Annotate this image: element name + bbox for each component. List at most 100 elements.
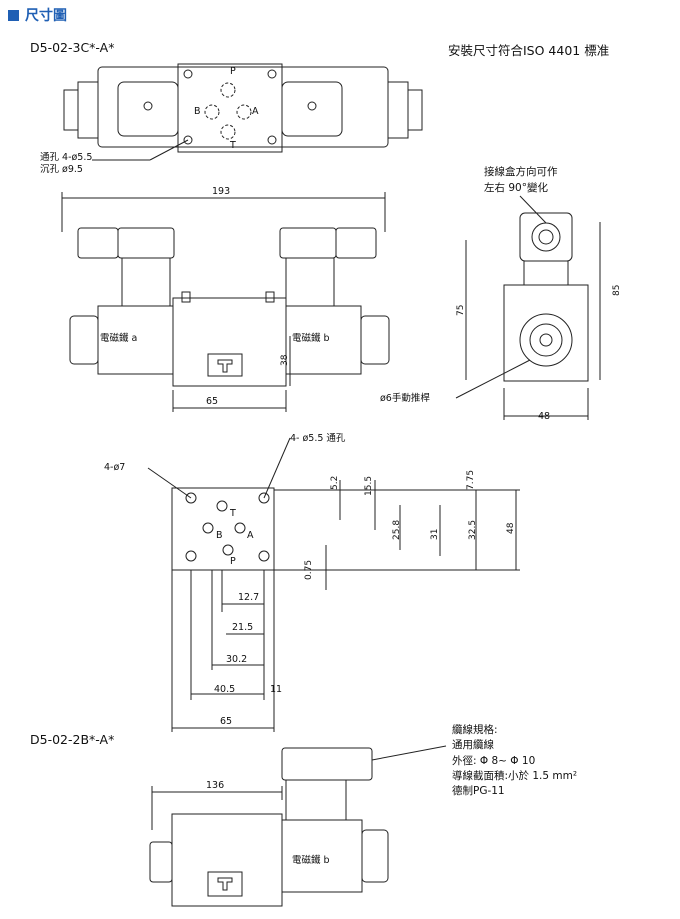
bottom-coil-housing xyxy=(285,779,347,821)
hole-leader-2 xyxy=(147,467,192,499)
side-note-2: 左右 90°變化 xyxy=(484,182,548,194)
label-solenoid-b: 電磁鐵 b xyxy=(292,333,330,344)
side-inner-ring xyxy=(529,323,563,357)
label-7-75: 7.75 xyxy=(466,469,476,490)
label-21-5: 21.5 xyxy=(232,622,254,633)
side-connector-ring xyxy=(531,222,561,252)
top-leader xyxy=(149,139,189,161)
mount-label-t: T xyxy=(230,508,236,519)
top-port-a xyxy=(236,104,252,120)
bottom-body xyxy=(171,813,283,907)
top-port-p xyxy=(220,82,236,98)
label-5-2: 5.2 xyxy=(330,475,340,490)
front-body xyxy=(172,297,287,387)
top-hole-1 xyxy=(183,69,193,79)
top-body xyxy=(177,63,283,153)
bottom-solenoid-label: 電磁鐵 b xyxy=(292,855,330,866)
mount-face xyxy=(171,487,275,571)
label-11: 11 xyxy=(270,684,283,695)
top-port-t xyxy=(220,124,236,140)
left-coil-housing xyxy=(121,257,171,307)
side-body xyxy=(503,284,589,382)
label-65-mount: 65 xyxy=(220,716,233,727)
label-48-side: 48 xyxy=(538,411,551,422)
mount-port-p xyxy=(222,544,234,556)
model-bottom: D5-02-2B*-A* xyxy=(30,732,115,747)
mount-port-t xyxy=(216,500,228,512)
top-right-cap xyxy=(387,81,409,139)
mount-hole-bl xyxy=(185,550,197,562)
side-connector xyxy=(519,212,573,262)
side-outer-ring xyxy=(519,313,573,367)
right-connector-plug xyxy=(335,227,377,259)
label-32-5: 32.5 xyxy=(468,519,478,540)
front-t-mark xyxy=(217,359,233,373)
label-solenoid-a: 電磁鐵 a xyxy=(100,333,138,344)
section-title: 尺寸圖 xyxy=(25,8,67,24)
label-31: 31 xyxy=(430,528,440,540)
front-manual-button xyxy=(207,353,243,377)
hole-leader-1 xyxy=(263,437,291,499)
counterbore-note: 沉孔 ø9.5 xyxy=(40,164,83,175)
cable-line-4: 德制PG-11 xyxy=(452,785,505,797)
top-right-knob xyxy=(407,89,423,131)
bottom-connector xyxy=(281,747,373,781)
cable-line-2: 外徑: Φ 8~ Φ 10 xyxy=(452,755,536,767)
top-hole-3 xyxy=(183,135,193,145)
mount-view xyxy=(147,437,520,732)
top-left-coil xyxy=(117,81,179,137)
hole-port-label: 4-ø7 xyxy=(104,462,126,473)
right-connector xyxy=(279,227,337,259)
label-15-5: 15.5 xyxy=(364,475,374,496)
mount-hole-tl xyxy=(185,492,197,504)
mount-label-p: P xyxy=(230,556,236,567)
mount-hole-tr xyxy=(258,492,270,504)
mount-port-a xyxy=(234,522,246,534)
side-manual-push xyxy=(539,333,553,347)
label-65: 65 xyxy=(206,396,219,407)
top-screw-left xyxy=(143,101,153,111)
push-leader xyxy=(455,359,531,399)
top-label-a: A xyxy=(252,106,259,117)
top-left-cap xyxy=(77,81,99,139)
mount-port-b xyxy=(202,522,214,534)
bottom-left-plug xyxy=(149,841,173,883)
square-bullet-icon xyxy=(8,9,19,21)
hole-through-label: 4- ø5.5 通孔 xyxy=(290,433,346,444)
cable-line-1: 通用纜線 xyxy=(452,739,494,751)
model-top: D5-02-3C*-A* xyxy=(30,40,115,55)
mount-hole-br xyxy=(258,550,270,562)
top-label-t: T xyxy=(230,140,236,151)
front-view xyxy=(61,192,390,412)
label-48-mount: 48 xyxy=(506,522,516,534)
label-12-7: 12.7 xyxy=(238,592,260,603)
top-hole-2 xyxy=(267,69,277,79)
manual-push-label: ø6手動推桿 xyxy=(380,393,430,404)
mount-label-a: A xyxy=(247,530,254,541)
side-view xyxy=(455,195,601,420)
bottom-view xyxy=(149,745,447,907)
bottom-t-mark xyxy=(217,877,233,891)
section-header: 尺寸圖 xyxy=(8,4,67,26)
top-label-b: B xyxy=(194,106,201,117)
top-hole-4 xyxy=(267,135,277,145)
side-note-1: 接線盒方向可作 xyxy=(484,166,558,178)
top-port-b xyxy=(204,104,220,120)
label-136: 136 xyxy=(206,780,225,791)
top-label-p: P xyxy=(230,66,236,77)
left-end-cap xyxy=(69,315,99,365)
label-75: 75 xyxy=(456,304,466,316)
right-coil-housing xyxy=(285,257,335,307)
label-30-2: 30.2 xyxy=(226,654,248,665)
top-view xyxy=(63,63,423,161)
label-0-75: 0.75 xyxy=(304,559,314,580)
label-85: 85 xyxy=(612,284,622,296)
left-connector xyxy=(117,227,175,259)
through-hole-note: 通孔 4-ø5.5 xyxy=(40,152,93,163)
front-bolt-l xyxy=(181,291,191,303)
side-connector-core xyxy=(538,229,554,245)
bottom-end-cap xyxy=(361,829,389,883)
left-connector-plug xyxy=(77,227,119,259)
label-40-5: 40.5 xyxy=(214,684,236,695)
top-left-knob xyxy=(63,89,79,131)
